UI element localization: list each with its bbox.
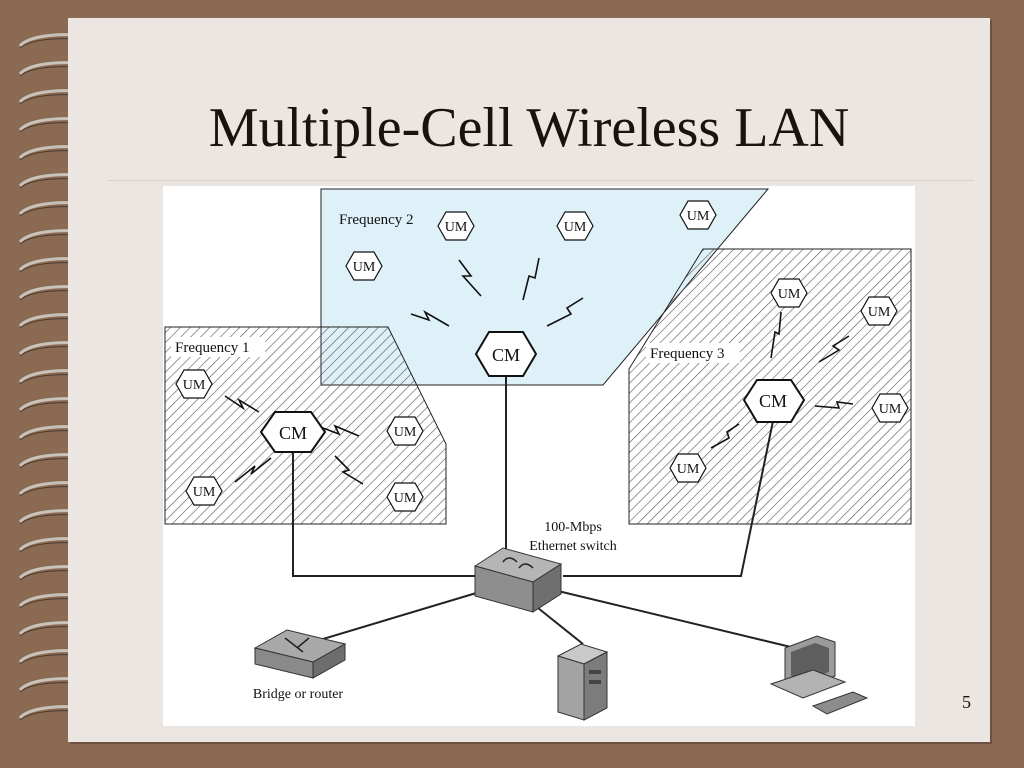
cm-node-1: CM bbox=[259, 411, 327, 453]
link-cm1-switch bbox=[292, 451, 475, 577]
title-divider bbox=[108, 180, 974, 181]
svg-text:UM: UM bbox=[394, 491, 417, 506]
cm-node-3: CM bbox=[742, 379, 806, 423]
um-node: UM bbox=[871, 393, 909, 423]
link-switch-server bbox=[532, 603, 584, 645]
svg-text:UM: UM bbox=[677, 462, 700, 477]
wired-links bbox=[292, 376, 796, 649]
um-node: UM bbox=[185, 476, 223, 506]
um-node: UM bbox=[437, 211, 475, 241]
svg-text:UM: UM bbox=[564, 220, 587, 235]
um-node: UM bbox=[345, 251, 383, 281]
wireless-link bbox=[234, 457, 272, 483]
frequency-3-label: Frequency 3 bbox=[650, 346, 725, 362]
wireless-link bbox=[814, 401, 854, 409]
svg-text:CM: CM bbox=[492, 345, 520, 365]
wireless-link bbox=[458, 259, 482, 297]
svg-text:CM: CM bbox=[279, 423, 307, 443]
um-node: UM bbox=[679, 200, 717, 230]
wireless-link bbox=[522, 257, 540, 301]
wireless-link bbox=[224, 395, 260, 413]
wireless-links bbox=[224, 257, 854, 485]
wireless-link bbox=[818, 335, 850, 363]
frequency-2-area bbox=[320, 188, 770, 386]
notebook-spine bbox=[0, 0, 108, 768]
svg-text:UM: UM bbox=[394, 425, 417, 440]
bridge-router-icon bbox=[253, 629, 347, 679]
wireless-link bbox=[546, 297, 584, 327]
um-node: UM bbox=[386, 416, 424, 446]
page-title: Multiple-Cell Wireless LAN bbox=[208, 97, 850, 159]
network-diagram: Frequency 2 Frequency 1 Frequency 3 bbox=[163, 186, 915, 726]
um-node: UM bbox=[770, 278, 808, 308]
workstation-icon bbox=[769, 635, 869, 715]
page-number: 5 bbox=[962, 692, 971, 712]
switch-label-line2: Ethernet switch bbox=[529, 539, 616, 554]
link-cm3-switch bbox=[563, 420, 774, 577]
svg-text:UM: UM bbox=[879, 402, 902, 417]
frequency-1-label: Frequency 1 bbox=[175, 340, 250, 356]
wireless-link bbox=[710, 423, 740, 449]
um-node: UM bbox=[669, 453, 707, 483]
wireless-link bbox=[770, 311, 782, 359]
svg-text:UM: UM bbox=[778, 287, 801, 302]
link-switch-bridge bbox=[292, 590, 484, 649]
frequency-2-label: Frequency 2 bbox=[339, 212, 414, 228]
um-node: UM bbox=[556, 211, 594, 241]
link-switch-workstation bbox=[557, 590, 796, 649]
svg-text:UM: UM bbox=[445, 220, 468, 235]
cm-node-2: CM bbox=[474, 331, 538, 377]
svg-text:CM: CM bbox=[759, 391, 787, 411]
um-node: UM bbox=[175, 369, 213, 399]
svg-text:UM: UM bbox=[868, 305, 891, 320]
wireless-link bbox=[334, 455, 364, 485]
um-node: UM bbox=[386, 482, 424, 512]
server-icon bbox=[556, 643, 609, 721]
diagram-svg: Frequency 2 Frequency 1 Frequency 3 bbox=[164, 188, 912, 721]
svg-text:UM: UM bbox=[183, 378, 206, 393]
bridge-label: Bridge or router bbox=[253, 687, 344, 702]
wireless-link bbox=[322, 424, 360, 437]
svg-text:UM: UM bbox=[353, 260, 376, 275]
switch-label-line1: 100-Mbps bbox=[544, 520, 602, 535]
svg-text:UM: UM bbox=[193, 485, 216, 500]
um-node: UM bbox=[860, 296, 898, 326]
svg-text:UM: UM bbox=[687, 209, 710, 224]
ethernet-switch-icon bbox=[473, 547, 563, 613]
wireless-link bbox=[410, 309, 450, 327]
